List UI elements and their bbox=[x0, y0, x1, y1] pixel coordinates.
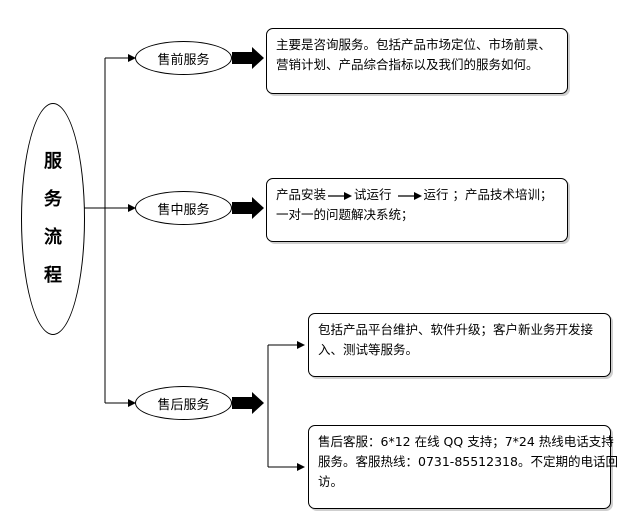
pre-sales-line-2: 营销计划、产品综合指标以及我们的服务如何。 bbox=[276, 57, 539, 72]
post-box1-line-2: 入、测试等服务。 bbox=[318, 342, 419, 357]
mid-sales-line-2: 一对一的问题解决系统； bbox=[276, 207, 414, 222]
main-char-1: 服 bbox=[44, 151, 62, 172]
mid-step-1: 产品安装 bbox=[276, 187, 327, 202]
thick-arrow-pre bbox=[232, 47, 264, 69]
post-sales-box-2: 售后客服：6*12 在线 QQ 支持；7*24 热线电话支持 服务。客服热线：0… bbox=[308, 425, 618, 509]
post-box2-line-3: 访。 bbox=[318, 474, 344, 489]
mid-sales-label: 售中服务 bbox=[157, 202, 210, 218]
post-sales-ellipse: 售后服务 bbox=[135, 386, 232, 420]
mid-step-2: 试运行 bbox=[354, 187, 392, 202]
pre-sales-line-1: 主要是咨询服务。包括产品市场定位、市场前景、 bbox=[276, 37, 552, 52]
post-box1-line-1: 包括产品平台维护、软件升级；客户新业务开发接 bbox=[318, 322, 594, 337]
right-arrow-icon bbox=[328, 191, 353, 200]
mid-sales-box: 产品安装 试运行 运行 ；产品技术培训； 一对一的问题解决系统； bbox=[266, 178, 568, 242]
main-char-3: 流 bbox=[44, 227, 62, 248]
mid-step-tail: ；产品技术培训； bbox=[452, 187, 553, 202]
thick-arrow-mid bbox=[232, 197, 264, 219]
thick-arrow-post bbox=[232, 392, 264, 414]
main-char-4: 程 bbox=[44, 265, 62, 286]
pre-sales-box: 主要是咨询服务。包括产品市场定位、市场前景、 营销计划、产品综合指标以及我们的服… bbox=[266, 28, 568, 94]
pre-sales-ellipse: 售前服务 bbox=[135, 41, 232, 75]
mid-sales-ellipse: 售中服务 bbox=[135, 191, 232, 225]
post-box2-line-1: 售后客服：6*12 在线 QQ 支持；7*24 热线电话支持 bbox=[318, 434, 614, 449]
main-char-2: 务 bbox=[44, 189, 62, 210]
mid-step-3: 运行 bbox=[423, 187, 449, 202]
post-sales-label: 售后服务 bbox=[157, 397, 210, 413]
right-arrow-icon bbox=[397, 191, 422, 200]
main-ellipse: 服 务 流 程 bbox=[21, 103, 85, 335]
mid-sales-line-1: 产品安装 试运行 运行 ；产品技术培训； bbox=[276, 185, 558, 205]
post-box2-line-2: 服务。客服热线：0731-85512318。不定期的电话回 bbox=[318, 454, 618, 469]
post-sales-box-1: 包括产品平台维护、软件升级；客户新业务开发接 入、测试等服务。 bbox=[308, 313, 611, 377]
pre-sales-label: 售前服务 bbox=[157, 52, 210, 68]
